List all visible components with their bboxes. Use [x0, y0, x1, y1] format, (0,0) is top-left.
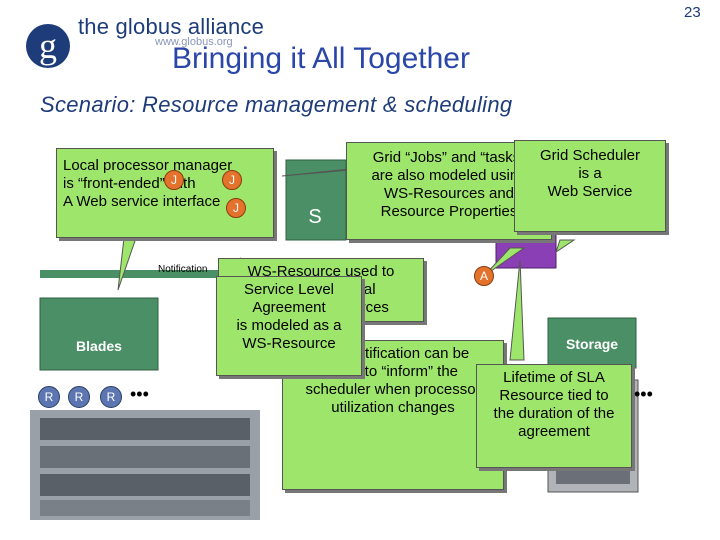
callout-line: Resource tied to	[499, 387, 609, 404]
callout-line: WS-Resource used to	[247, 263, 395, 280]
callout-line: Service Level	[243, 281, 335, 298]
callout-line: is “front-ended” with	[63, 175, 196, 192]
job-badge: J	[226, 198, 246, 218]
callout-line: WS-Resources and	[383, 185, 515, 202]
job-badge: J	[164, 170, 184, 190]
page-number: 23	[684, 4, 701, 21]
svg-text:g: g	[39, 26, 57, 66]
blade-server-image	[30, 410, 260, 520]
callout-line: are also modeled using	[371, 167, 527, 184]
callout-sla: Service Level Agreement is modeled as a …	[216, 276, 362, 376]
slide-subtitle: Scenario: Resource management & scheduli…	[40, 92, 513, 117]
callout-line: Grid “Jobs” and “tasks”	[372, 149, 526, 166]
callout-line: is modeled as a	[236, 317, 342, 334]
callout-line: Lifetime of SLA	[503, 369, 605, 386]
callout-line: WS-Resource	[242, 335, 336, 352]
callout-line: Agreement	[252, 299, 326, 316]
callout-line: Grid Scheduler	[539, 147, 641, 164]
callout-local-manager: Local processor manager is “front-ended”…	[56, 148, 274, 238]
callout-line: agreement	[518, 423, 590, 440]
callout-line: the duration of the	[493, 405, 615, 422]
logo-text: the globus alliance	[78, 14, 265, 39]
callout-line: Web Service	[547, 183, 633, 200]
callout-lifetime: Lifetime of SLA Resource tied to the dur…	[476, 364, 632, 468]
slide-title: Bringing it All Together	[172, 42, 470, 75]
resource-badge: R	[38, 386, 60, 408]
resource-badge: R	[100, 386, 122, 408]
agreement-badge: A	[474, 266, 494, 286]
callout-line: A Web service interface	[63, 193, 221, 210]
logo-url: www.globus.org	[155, 36, 233, 48]
pointer-lifetime	[509, 259, 525, 361]
callout-line: is a	[578, 165, 602, 182]
callout-line: utilization changes	[331, 399, 455, 416]
more-resources-ellipsis: •••	[130, 384, 149, 404]
resource-badge: R	[68, 386, 90, 408]
callout-grid-scheduler: Grid Scheduler is a Web Service	[514, 140, 666, 232]
s-component-label: S	[308, 206, 322, 228]
notification-label: Notification	[158, 264, 208, 275]
job-badge: J	[222, 170, 242, 190]
storage-label: Storage	[565, 336, 619, 352]
callout-line: scheduler when processor	[305, 381, 481, 398]
globus-logo-icon: g	[26, 24, 70, 68]
pointer-scheduler	[555, 239, 576, 254]
more-storage-ellipsis: •••	[634, 384, 653, 404]
callout-line: Local processor manager	[63, 157, 233, 174]
blades-panel	[39, 297, 159, 371]
blades-label: Blades	[76, 338, 122, 354]
pointer-local-manager	[117, 237, 137, 291]
callout-line: Resource Properties	[380, 203, 518, 220]
